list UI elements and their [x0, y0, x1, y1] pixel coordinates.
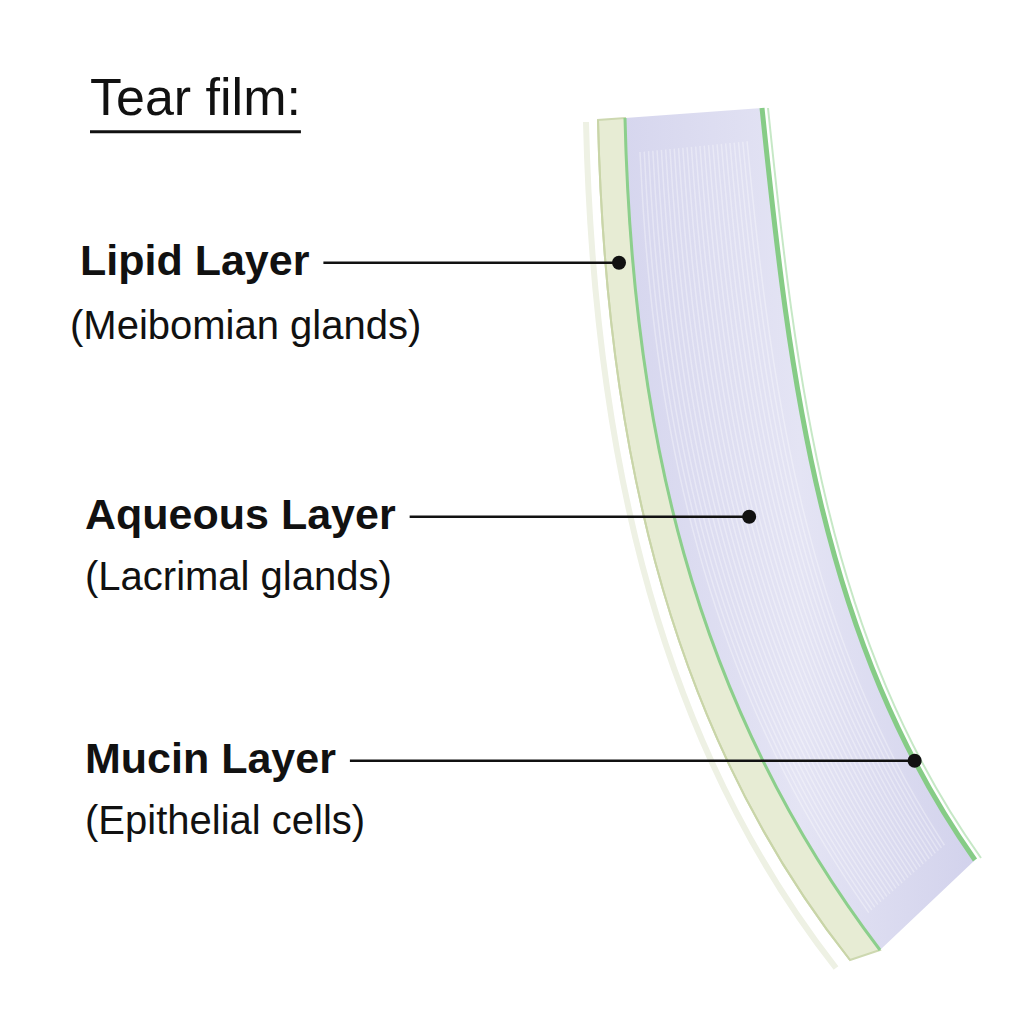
- leader-line: [410, 515, 750, 518]
- texture-streak: [653, 151, 878, 905]
- texture-streak: [674, 149, 893, 892]
- layer-source: (Epithelial cells): [85, 797, 365, 843]
- texture-streak: [661, 150, 884, 899]
- leader-line: [350, 759, 915, 762]
- leader-line: [323, 261, 619, 264]
- layer-name: Lipid Layer: [80, 236, 309, 285]
- texture-streak: [657, 150, 881, 902]
- layer-source: (Lacrimal glands): [85, 553, 392, 599]
- aqueous-layer-band: [625, 108, 975, 950]
- mucin-layer-line: [762, 108, 975, 860]
- leader-dot: [742, 510, 756, 524]
- texture-streak: [721, 144, 926, 862]
- lipid-inner-edge: [625, 118, 880, 950]
- diagram-title: Tear film:: [90, 68, 301, 128]
- leader-dot: [612, 256, 626, 270]
- layer-name: Mucin Layer: [85, 734, 336, 783]
- layer-name: Aqueous Layer: [85, 490, 396, 539]
- layer-source: (Meibomian glands): [70, 302, 421, 348]
- lipid-outer-edge: [598, 120, 850, 960]
- texture-streak: [726, 143, 930, 858]
- texture-streak: [730, 143, 932, 856]
- mucin-layer-edge: [768, 108, 981, 858]
- aqueous-texture: [640, 141, 944, 912]
- leader-dot: [908, 754, 922, 768]
- title-underline: [90, 130, 301, 133]
